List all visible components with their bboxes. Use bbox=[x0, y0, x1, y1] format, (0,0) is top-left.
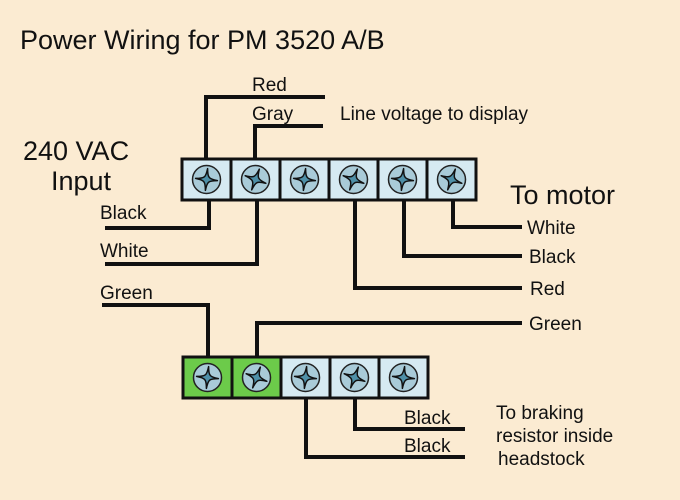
wire-display-gray bbox=[253, 124, 323, 159]
diagram-title: Power Wiring for PM 3520 A/B bbox=[20, 25, 385, 55]
screw-icon bbox=[289, 164, 320, 195]
label-display-gray: Gray bbox=[252, 104, 294, 125]
wires bbox=[102, 95, 522, 459]
screw-icon bbox=[290, 362, 321, 393]
screw-icon bbox=[388, 362, 419, 393]
label-input-white: White bbox=[100, 241, 149, 262]
top-terminal-block bbox=[180, 157, 478, 202]
screw-icon bbox=[436, 164, 467, 195]
terminal-3 bbox=[278, 157, 331, 202]
label-motor-red: Red bbox=[530, 279, 565, 300]
label-brake-black-1: Black bbox=[404, 408, 451, 429]
terminal-2 bbox=[230, 355, 283, 400]
wire-ground-right bbox=[255, 321, 522, 357]
label-ground-left: Green bbox=[100, 283, 153, 304]
terminal-1 bbox=[181, 355, 234, 400]
wire-motor-white bbox=[451, 200, 522, 229]
terminal-5 bbox=[377, 355, 430, 400]
screw-icon bbox=[387, 164, 418, 195]
label-display-red: Red bbox=[252, 75, 287, 96]
terminal-2 bbox=[229, 157, 282, 202]
screw-icon bbox=[338, 164, 369, 195]
terminal-5 bbox=[376, 157, 429, 202]
label-motor-white: White bbox=[527, 218, 576, 239]
label-brake-black-2: Black bbox=[404, 436, 451, 457]
wire-display-red bbox=[204, 95, 325, 159]
wire-motor-red bbox=[353, 200, 522, 290]
label-input-heading-2: Input bbox=[51, 166, 112, 196]
wire-motor-black bbox=[402, 200, 522, 258]
wire-input-white bbox=[105, 200, 259, 266]
terminal-1 bbox=[180, 157, 233, 202]
label-motor-heading: To motor bbox=[510, 180, 615, 210]
wire-ground-left bbox=[102, 303, 210, 357]
screw-icon bbox=[240, 164, 271, 195]
wire-brake-black-1 bbox=[353, 398, 465, 431]
screw-icon bbox=[192, 362, 223, 393]
terminal-3 bbox=[279, 355, 332, 400]
terminal-4 bbox=[328, 355, 381, 400]
wire-input-black bbox=[105, 200, 211, 230]
label-ground-right: Green bbox=[529, 314, 582, 335]
screw-icon bbox=[339, 362, 370, 393]
label-brake-note-1: To braking bbox=[496, 403, 584, 424]
label-brake-note-3: headstock bbox=[498, 449, 585, 470]
terminal-4 bbox=[327, 157, 380, 202]
screw-icon bbox=[241, 362, 272, 393]
bottom-terminal-block bbox=[181, 355, 430, 400]
label-input-heading-1: 240 VAC bbox=[23, 136, 129, 166]
wire-brake-black-2 bbox=[304, 398, 465, 459]
label-input-black: Black bbox=[100, 203, 147, 224]
label-brake-note-2: resistor inside bbox=[496, 426, 613, 447]
screw-icon bbox=[191, 164, 222, 195]
label-motor-black: Black bbox=[529, 247, 576, 268]
label-display-note: Line voltage to display bbox=[340, 104, 529, 125]
terminal-6 bbox=[425, 157, 478, 202]
